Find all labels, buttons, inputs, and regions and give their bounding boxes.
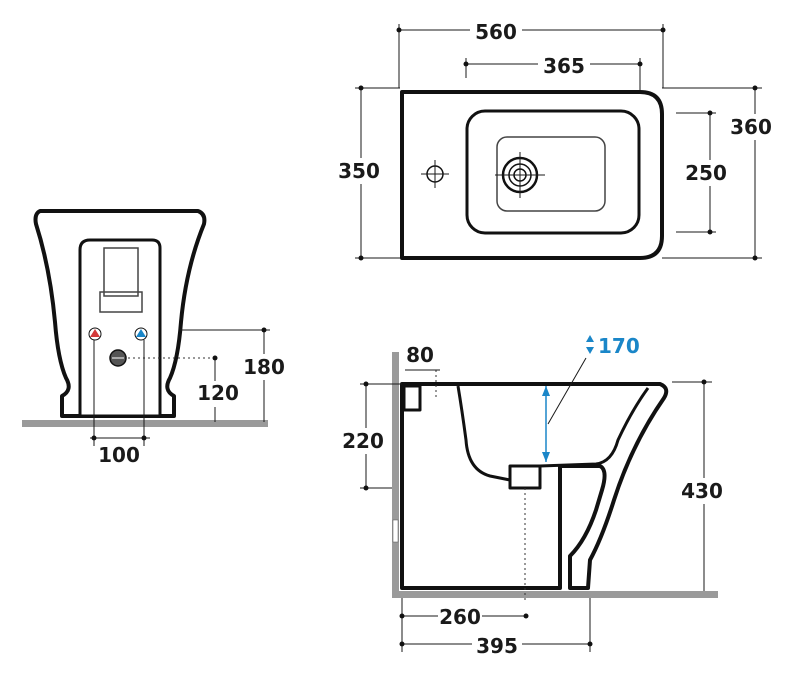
top-view-basin [496,136,606,212]
up-down-arrow-icon [586,335,594,354]
dim-overall-depth: 360 [730,115,772,139]
dim-rim-depth-label: 170 [598,334,640,358]
dim-rim-depth: 350 [338,159,380,183]
top-view-bowl [465,109,641,235]
front-floor [22,420,268,427]
dim-connection-height: 180 [243,355,285,379]
side-wall [392,352,399,598]
side-view: 80 170 220 430 260 39 [336,334,728,658]
front-view-cavity [78,238,162,418]
front-view-pipe-base [99,291,143,313]
drain-icon [495,152,545,198]
side-view-outlet [508,464,542,490]
tap-hole-icon [421,160,449,188]
drain-connector-icon [109,349,127,367]
front-view-pipe [103,247,139,297]
dim-drain-height: 120 [197,381,239,405]
dim-total-length: 395 [476,634,518,658]
cold-tap-icon [134,327,148,341]
dim-wall-gap: 80 [406,343,434,367]
side-view-inlet [402,384,422,412]
hot-tap-icon [88,327,102,341]
dim-tap-spacing: 100 [98,443,140,467]
dim-inlet-height: 220 [342,429,384,453]
front-view: 180 120 100 [22,209,288,467]
dim-bowl-depth: 250 [685,161,727,185]
dim-drain-offset: 260 [439,605,481,629]
dim-overall-width: 560 [475,20,517,44]
top-view: 560 365 360 350 250 [333,18,777,261]
dim-bowl-width: 365 [543,54,585,78]
side-floor [392,591,718,598]
dim-total-height: 430 [681,479,723,503]
